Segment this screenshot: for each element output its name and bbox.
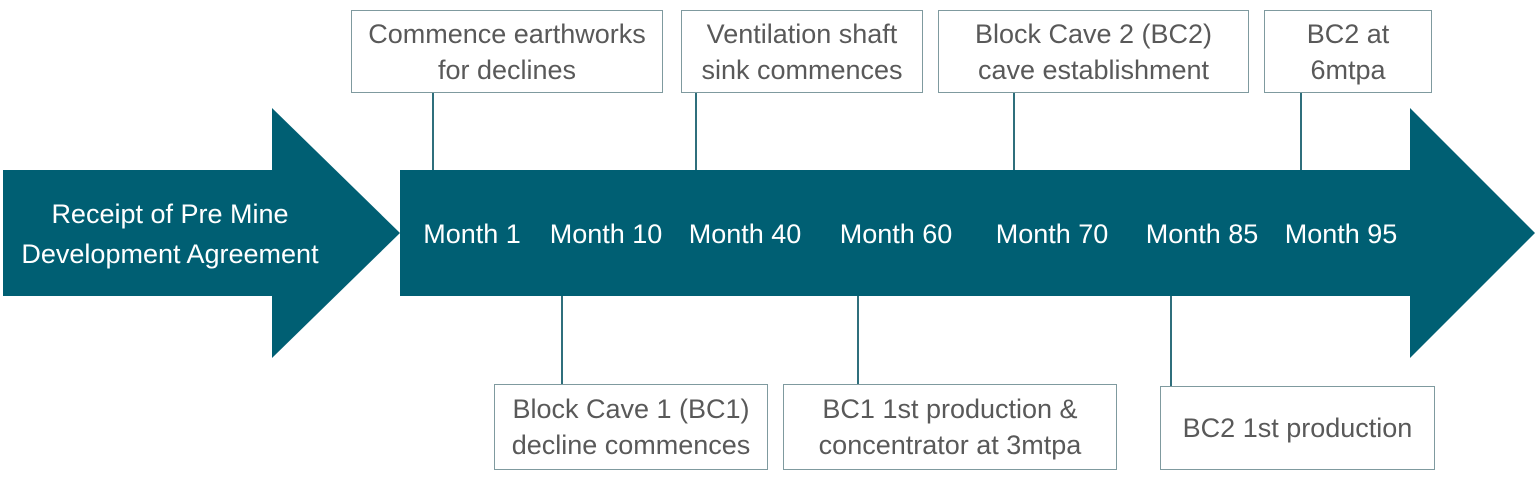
milestone-ventilation-shaft: Ventilation shaft sink commences: [681, 10, 923, 93]
connector-ventilation: [695, 93, 697, 170]
milestone-commence-earthworks: Commence earthworks for declines: [351, 10, 663, 93]
month-label-85: Month 85: [1145, 219, 1259, 249]
milestone-bc1-production: BC1 1st production & concentrator at 3mt…: [783, 384, 1117, 470]
month-label-60: Month 60: [839, 219, 953, 249]
connector-bc1-decline: [561, 296, 563, 384]
connector-bc1-production: [857, 296, 859, 384]
milestone-bc2-6mtpa: BC2 at 6mtpa: [1264, 10, 1432, 93]
milestone-bc2-production: BC2 1st production: [1160, 386, 1435, 470]
month-label-70: Month 70: [995, 219, 1109, 249]
connector-bc2-cave: [1013, 93, 1015, 170]
month-label-1: Month 1: [423, 219, 521, 249]
start-label: Receipt of Pre Mine Development Agreemen…: [21, 199, 319, 269]
timeline-arrow: [400, 108, 1535, 358]
month-label-40: Month 40: [688, 219, 802, 249]
milestone-bc1-decline: Block Cave 1 (BC1) decline commences: [494, 384, 768, 470]
month-label-95: Month 95: [1284, 219, 1398, 249]
connector-bc2-6mtpa: [1300, 93, 1302, 170]
month-label-10: Month 10: [549, 219, 663, 249]
connector-bc2-production: [1170, 296, 1172, 386]
milestone-bc2-cave-establishment: Block Cave 2 (BC2) cave establishment: [938, 10, 1249, 93]
start-arrow: [3, 108, 400, 358]
connector-earthworks: [432, 93, 434, 170]
